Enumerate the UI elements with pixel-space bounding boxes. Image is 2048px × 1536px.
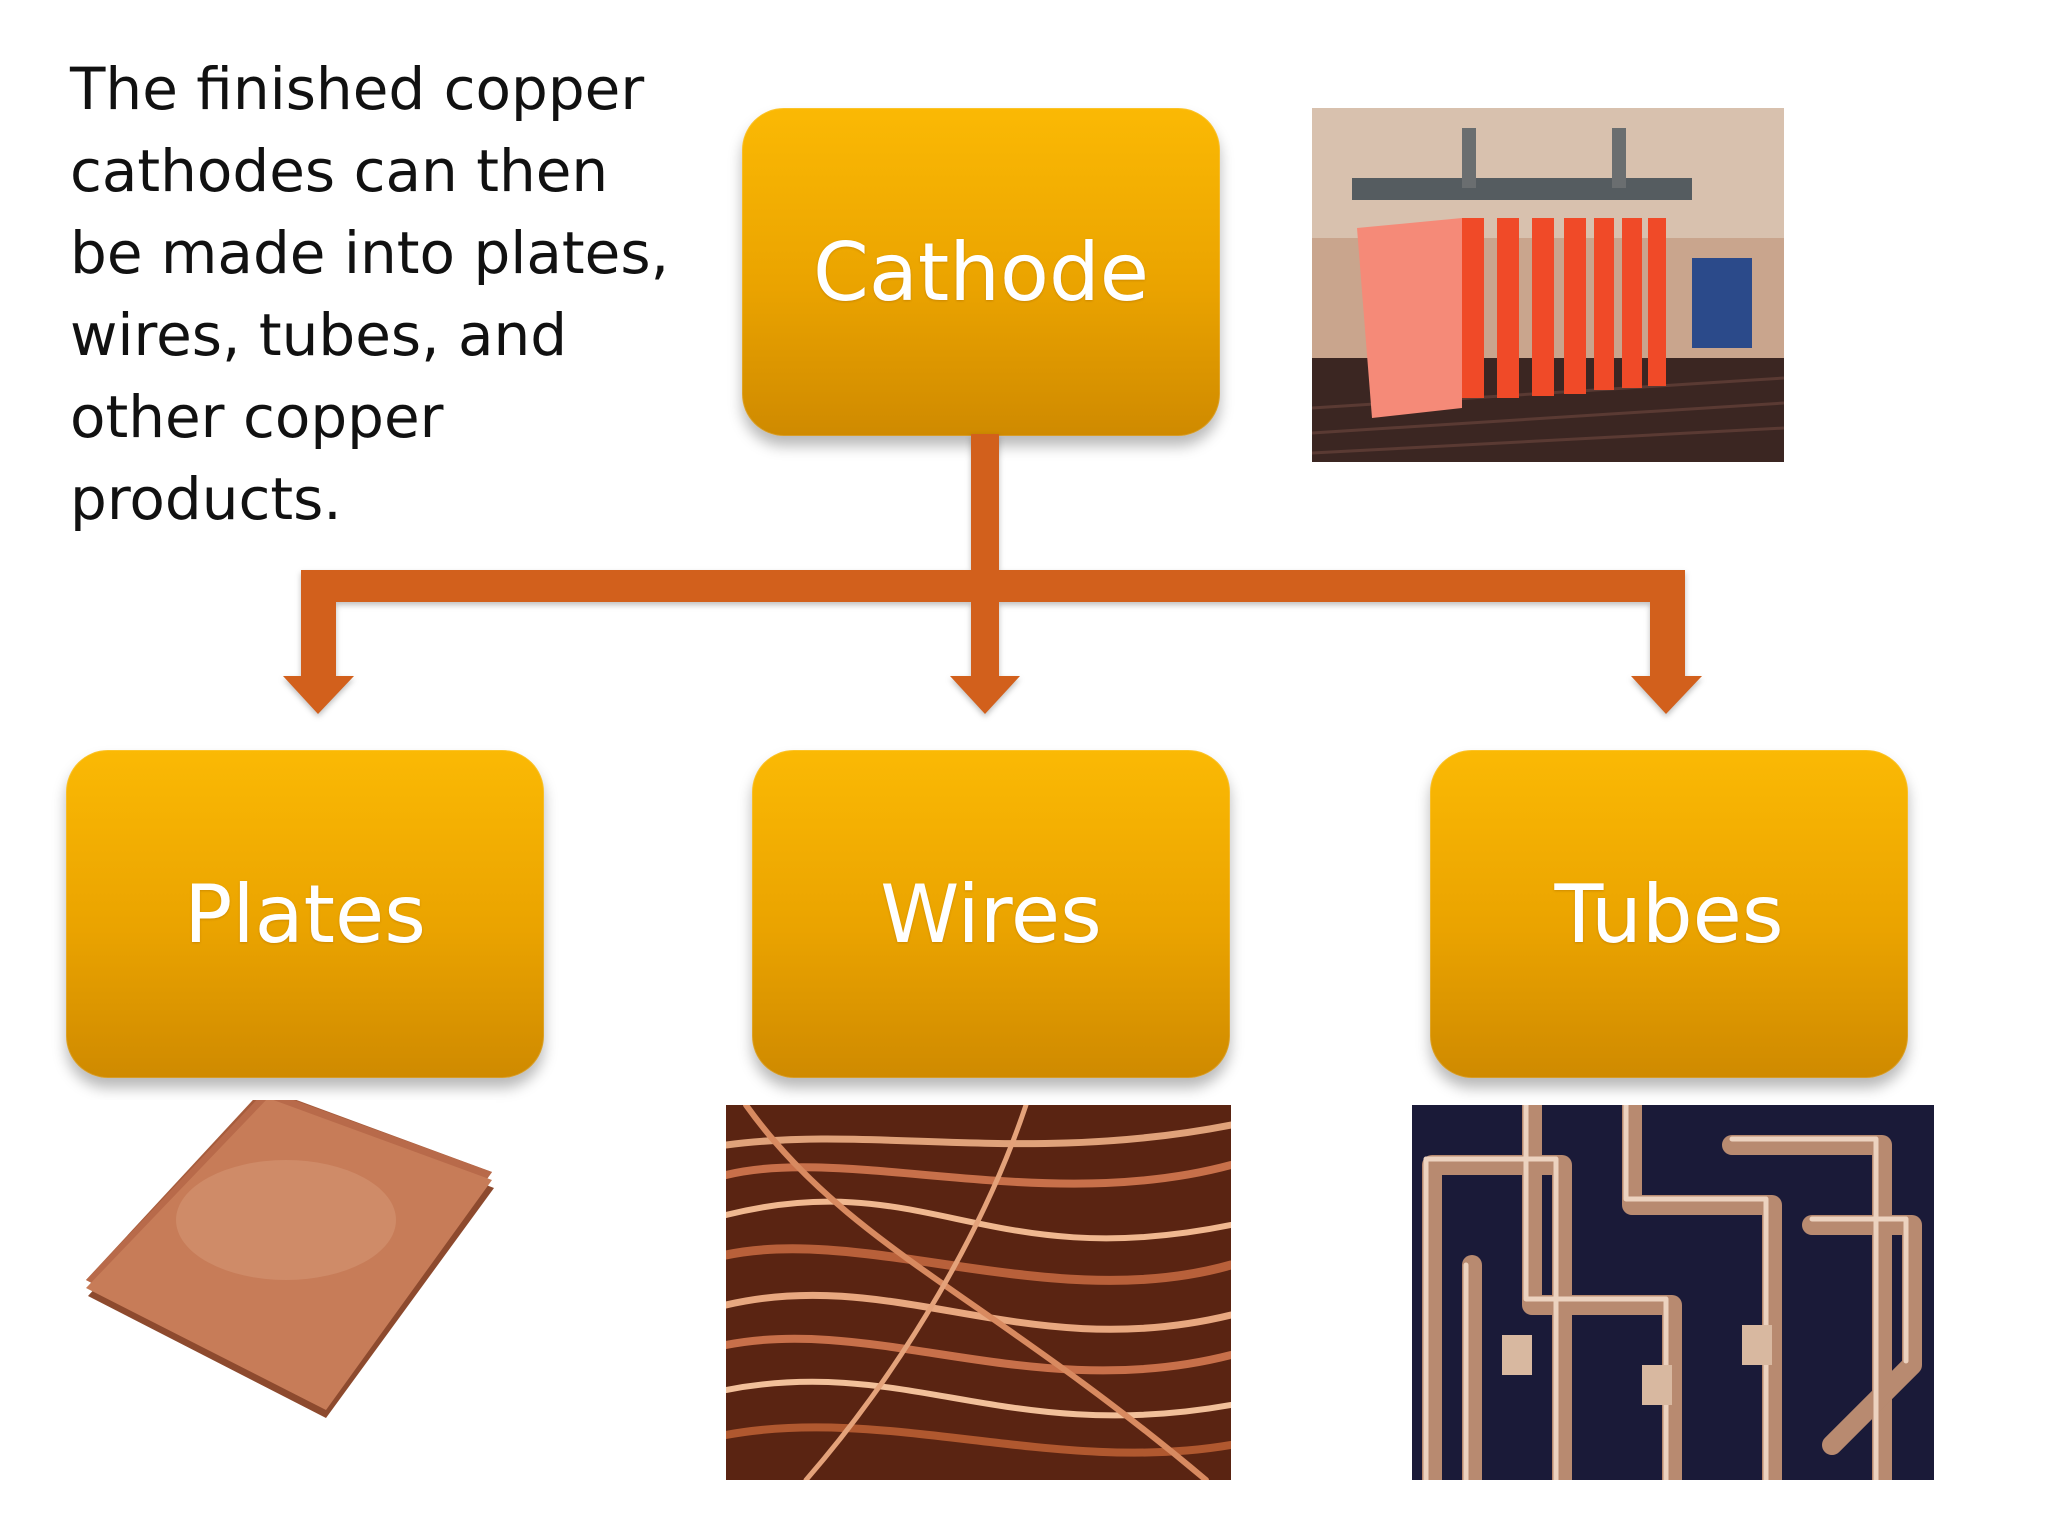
wires-label: Wires <box>880 867 1102 961</box>
plates-label: Plates <box>184 867 426 961</box>
connector-left-drop <box>301 570 336 676</box>
arrowhead-wires <box>950 676 1020 714</box>
plates-node: Plates <box>66 750 544 1078</box>
tubes-node: Tubes <box>1430 750 1908 1078</box>
wires-photo <box>726 1105 1231 1480</box>
tubes-label: Tubes <box>1554 867 1784 961</box>
connector-right-drop <box>1650 570 1685 676</box>
arrowhead-plates <box>283 676 354 714</box>
plates-photo <box>76 1100 496 1450</box>
tubes-photo <box>1412 1105 1934 1480</box>
connector-crossbar <box>301 570 1684 602</box>
arrowhead-tubes <box>1631 676 1702 714</box>
cathode-photo <box>1312 108 1784 462</box>
intro-text: The finished copper cathodes can then be… <box>70 55 670 533</box>
connector-trunk <box>971 434 999 678</box>
cathode-label: Cathode <box>813 225 1149 319</box>
wires-node: Wires <box>752 750 1230 1078</box>
cathode-node: Cathode <box>742 108 1220 436</box>
